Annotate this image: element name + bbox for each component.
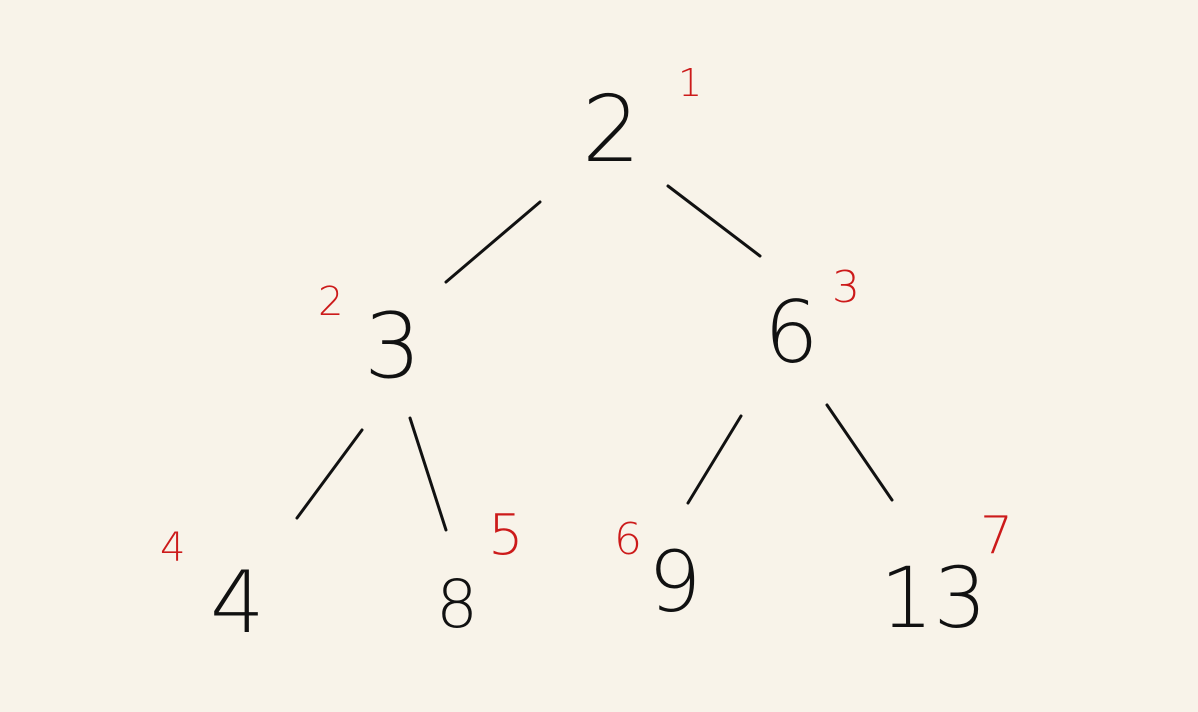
edge-3-8 xyxy=(408,416,448,532)
index-number-7: 7 xyxy=(980,506,1014,566)
node-value-leaf-2: 8 xyxy=(436,566,478,643)
index-number-2: 2 xyxy=(318,279,344,325)
index-number-3: 3 xyxy=(832,262,860,313)
edge-6-13 xyxy=(825,403,894,502)
node-value-right-child: 6 xyxy=(764,283,819,383)
index-number-5: 5 xyxy=(488,503,524,568)
edge-3-4 xyxy=(295,428,364,520)
index-number-1: 1 xyxy=(678,61,703,105)
node-value-leaf-1: 4 xyxy=(210,553,265,653)
edge-6-9 xyxy=(686,414,743,505)
node-value-root: 2 xyxy=(582,76,641,183)
edge-2-6 xyxy=(666,184,762,258)
edge-2-3 xyxy=(444,200,542,284)
node-value-leaf-4: 13 xyxy=(880,549,987,647)
index-number-6: 6 xyxy=(614,514,642,565)
node-value-left-child: 3 xyxy=(364,294,422,399)
index-number-4: 4 xyxy=(160,525,186,571)
node-value-leaf-3: 9 xyxy=(648,533,702,631)
